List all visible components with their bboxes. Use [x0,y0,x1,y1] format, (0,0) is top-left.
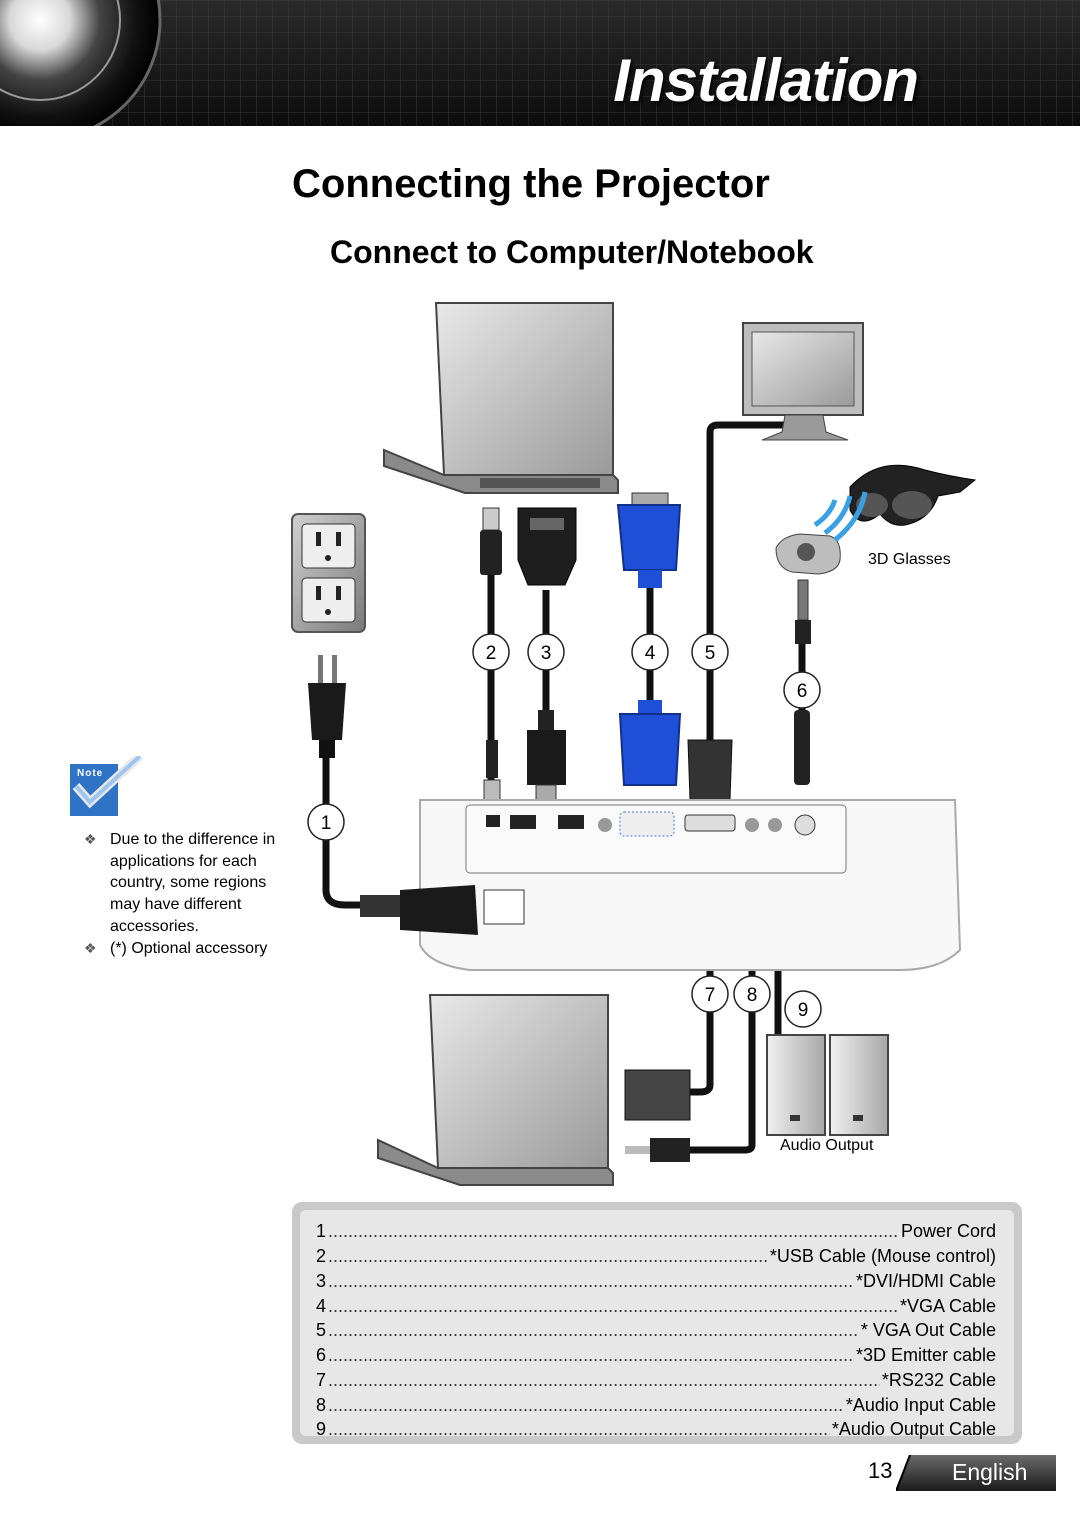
callout-5: 5 [705,643,716,664]
note-block: Note [66,752,306,829]
note-checkmark-icon [70,752,144,816]
bullet-icon: ❖ [84,939,97,956]
label-3d-glasses: 3D Glasses [868,551,951,568]
page-header: Installation [0,0,1080,126]
projector-icon [419,799,962,971]
legend-row: 5* VGA Out Cable [316,1317,996,1341]
page-title: Connecting the Projector [292,162,770,206]
label-audio-output: Audio Output [780,1137,874,1154]
section-title: Connect to Computer/Notebook [330,234,814,270]
callout-8: 8 [747,985,758,1006]
callout-1: 1 [321,813,332,834]
dvi-connector-icon [517,507,577,586]
legend-row: 1Power Cord [316,1218,996,1242]
note-list: ❖ Due to the difference in applications … [84,829,284,959]
legend-row: 2*USB Cable (Mouse control) [316,1243,996,1267]
hdmi-connector-icon [527,710,566,806]
note-item: ❖ (*) Optional accessory [84,938,284,960]
monitor-icon [742,322,864,441]
3d-glasses-icon [849,464,977,526]
power-plug-icon [308,655,346,758]
legend-row: 9*Audio Output Cable [316,1416,996,1440]
note-item: ❖ Due to the difference in applications … [84,831,276,935]
laptop-icon [383,302,619,494]
legend-row: 7*RS232 Cable [316,1367,996,1391]
callout-7: 7 [705,985,716,1006]
header-background [0,0,1080,126]
connection-diagram: 1 2 3 4 5 6 7 8 9 [291,302,977,1186]
header-title: Installation [613,47,919,114]
callout-3: 3 [541,643,552,664]
callout-6: 6 [797,681,808,702]
callout-4: 4 [645,643,656,664]
cable-legend: 1Power Cord 2*USB Cable (Mouse control) … [292,1202,1022,1444]
note-badge: Note [77,768,104,779]
language-tab [896,1455,1056,1491]
projector-lens-icon [0,0,162,126]
legend-row: 4*VGA Cable [316,1293,996,1317]
power-outlet-icon [291,513,366,633]
3d-emitter-icon [775,491,868,644]
legend-row: 6*3D Emitter cable [316,1342,996,1366]
power-connector-icon [360,885,478,935]
callout-markers [307,633,822,1028]
language-label: English [952,1459,1028,1485]
callout-9: 9 [798,1000,809,1021]
callout-2: 2 [486,643,497,664]
vga-connector-icon [616,492,682,786]
legend-row: 3*DVI/HDMI Cable [316,1268,996,1292]
page-number: 13 [868,1458,893,1483]
speaker-icon [766,1034,889,1136]
legend-row: 8*Audio Input Cable [316,1392,996,1416]
laptop-icon [377,994,614,1186]
bullet-icon: ❖ [84,831,97,847]
